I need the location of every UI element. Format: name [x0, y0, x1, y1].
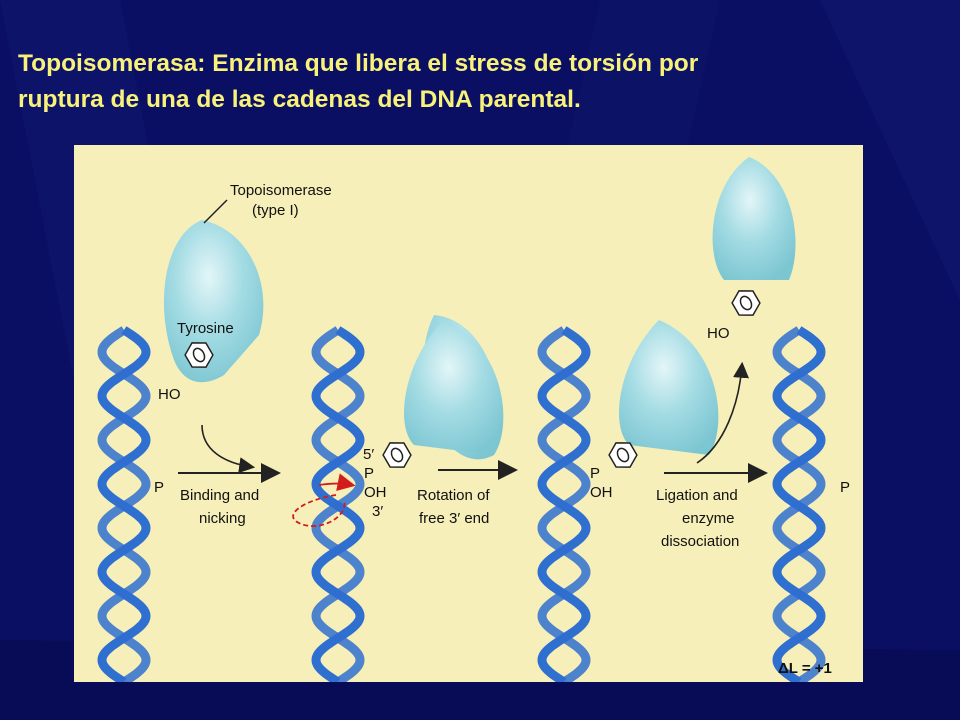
enzyme-released — [712, 157, 796, 280]
p-label-3: P — [590, 465, 600, 482]
step3-line2: enzyme — [682, 510, 735, 527]
rotation-indicator-icon — [292, 494, 346, 527]
enzyme-bound-2 — [619, 320, 719, 455]
p-label-2: P — [364, 465, 374, 482]
enzyme-bound-1-body — [404, 320, 504, 455]
linking-number-change: ΔL = +1 — [778, 660, 832, 677]
dna-strand — [311, 326, 365, 682]
oh-label-2: OH — [590, 484, 613, 501]
slide-title: Topoisomerasa: Enzima que libera el stre… — [18, 46, 938, 118]
title-line-1: Topoisomerasa: Enzima que libera el stre… — [18, 50, 699, 77]
enzyme-label-line2: (type I) — [252, 202, 299, 219]
tyrosine-ring-4 — [731, 290, 761, 316]
five-prime-label: 5′ — [363, 446, 374, 463]
step3-line3: dissociation — [661, 533, 739, 550]
ho-label-1: HO — [158, 386, 181, 403]
binding-curve-arrow — [201, 424, 256, 474]
tyrosine-label: Tyrosine — [177, 320, 234, 337]
three-prime-label: 3′ — [372, 503, 383, 520]
ligation-curve-arrow — [696, 361, 750, 464]
enzyme-free — [163, 199, 264, 383]
enzyme-label-line1: Topoisomerase — [230, 182, 332, 199]
p-label-1: P — [154, 479, 164, 496]
ho-label-2: HO — [707, 325, 730, 342]
step2-line1: Rotation of — [417, 487, 490, 504]
dna-strand — [772, 326, 826, 682]
step1-line1: Binding and — [180, 487, 259, 504]
tyrosine-ring-2 — [382, 442, 412, 468]
step2-line2: free 3′ end — [419, 510, 489, 527]
tyrosine-ring-1 — [184, 342, 214, 368]
tyrosine-ring-3 — [608, 442, 638, 468]
dna-strand — [537, 326, 591, 682]
dna-helices — [97, 326, 826, 682]
step1-line2: nicking — [199, 510, 246, 527]
topoisomerase-diagram: Topoisomerase (type I) Tyrosine HO P Bin… — [74, 145, 863, 682]
title-line-2: ruptura de una de las cadenas del DNA pa… — [18, 86, 581, 113]
oh-label-1: OH — [364, 484, 387, 501]
step3-line1: Ligation and — [656, 487, 738, 504]
p-label-4: P — [840, 479, 850, 496]
rotation-indicator-arrow — [318, 473, 356, 492]
dna-strand — [97, 326, 151, 682]
